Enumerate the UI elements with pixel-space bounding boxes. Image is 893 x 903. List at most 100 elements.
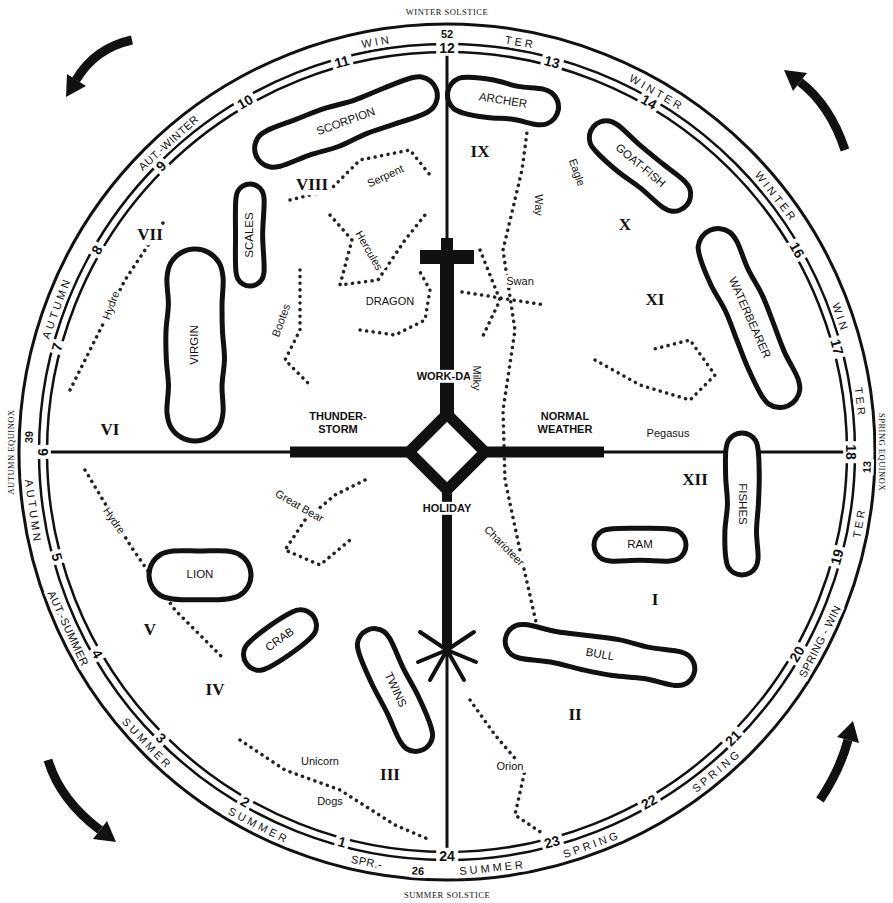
label-slot: X xyxy=(617,215,633,235)
label-slot: Hydre xyxy=(98,501,132,539)
center-diamond xyxy=(409,414,485,490)
label-slot: 5 xyxy=(46,548,67,566)
rotation-arrow xyxy=(66,74,86,97)
constellation-name: FISHES xyxy=(735,481,749,527)
month-numeral: III xyxy=(378,765,402,785)
label-slot: 12 xyxy=(436,39,458,57)
constellation-label: Eagle xyxy=(566,155,589,190)
label-slot: 17 xyxy=(826,335,849,361)
starburst xyxy=(430,650,447,680)
quarter-week-number: 39 xyxy=(22,429,35,446)
month-numeral: X xyxy=(617,215,633,235)
constellation-outline: FISHES xyxy=(722,429,762,579)
month-numeral: VI xyxy=(99,420,122,440)
label-slot: NORMAL WEATHER xyxy=(529,410,601,437)
label-slot: AUTUMN xyxy=(34,272,76,346)
star-dots xyxy=(330,215,425,285)
label-slot: III xyxy=(378,765,402,785)
label-slot: SPRING EQUINOX xyxy=(875,412,893,492)
label-slot: Bootes xyxy=(265,299,295,341)
star-dots xyxy=(285,270,310,385)
constellation-label: Hercules xyxy=(352,227,387,274)
label-slot: AUTUMN EQUINOX xyxy=(0,408,18,495)
constellation-outline: VIRGIN xyxy=(163,245,227,445)
center-label: HOLIDAY xyxy=(421,502,474,515)
constellation-outline-path xyxy=(235,184,264,286)
axis-line xyxy=(440,262,454,414)
label-slot: 26 xyxy=(409,861,426,880)
label-slot: VIII xyxy=(294,175,330,195)
constellation-name: RAM xyxy=(625,538,655,552)
label-slot: VI xyxy=(99,420,122,440)
label-slot: Eagle xyxy=(564,154,592,190)
calendar-ring xyxy=(19,24,875,880)
constellation-outline: CRAB xyxy=(232,598,329,682)
compass-label: SPRING EQUINOX xyxy=(876,412,886,492)
axis-line xyxy=(43,48,851,856)
star-dots xyxy=(360,272,430,335)
starburst xyxy=(447,632,474,650)
label-slot: V xyxy=(142,620,158,640)
label-slot: 13 xyxy=(857,458,876,475)
rotation-arrow xyxy=(784,70,807,91)
starburst xyxy=(418,632,476,680)
work-day-hammer xyxy=(420,250,474,264)
constellation-label: Serpent xyxy=(364,161,408,190)
month-numeral: II xyxy=(566,705,583,725)
compass-label: SUMMER SOLSTICE xyxy=(403,891,491,901)
week-number: 3 xyxy=(151,727,172,748)
constellation-label: Hydre xyxy=(99,288,122,324)
constellation-label: Orion xyxy=(495,760,526,773)
label-slot: 1 xyxy=(333,832,351,853)
constellation-outline: RAM xyxy=(590,525,690,565)
week-number: 6 xyxy=(35,445,51,459)
label-slot: Hercules xyxy=(350,225,390,275)
constellation-outline-path xyxy=(581,114,697,220)
work-day-hammer xyxy=(441,238,453,252)
quarter-week-number: 26 xyxy=(409,865,426,879)
label-slot: 11 xyxy=(330,50,355,73)
season-label: SPRING - WIN xyxy=(795,602,844,682)
rotation-arrow xyxy=(800,82,845,150)
starburst xyxy=(447,650,476,662)
star-dots xyxy=(70,220,165,390)
star-dots xyxy=(462,292,545,305)
week-number: 12 xyxy=(436,40,458,56)
quarter-week-number: 52 xyxy=(439,27,455,40)
constellation-outline-path xyxy=(249,70,443,174)
week-number: 19 xyxy=(827,544,848,569)
constellation-outline-path xyxy=(502,620,697,689)
calendar-ring xyxy=(19,24,875,880)
label-slot: SUMMER xyxy=(453,854,528,880)
label-slot: WINTER SOLSTICE xyxy=(405,1,489,19)
constellation-label: Swan xyxy=(504,275,536,288)
label-slot: HOLIDAY xyxy=(421,498,474,516)
label-slot: 39 xyxy=(18,429,37,446)
label-slot: Serpent xyxy=(362,158,408,193)
constellation-label: Way xyxy=(533,192,546,218)
constellation-label: Milky xyxy=(471,363,484,392)
constellation-label: DRAGON xyxy=(364,295,416,308)
center-diamond xyxy=(409,414,485,490)
label-slot: Milky xyxy=(469,363,487,392)
label-slot: THUNDER-STORM xyxy=(302,410,374,437)
constellation-label: Dogs xyxy=(315,795,345,808)
rotation-arrow xyxy=(820,740,848,800)
constellation-outline-path xyxy=(445,73,562,128)
constellation-outline: ARCHER xyxy=(440,70,565,132)
constellation-outline: BULL xyxy=(498,617,702,693)
month-numeral: XII xyxy=(680,470,710,490)
star-dots xyxy=(70,132,715,840)
label-slot: Dogs xyxy=(315,791,345,809)
week-number: 21 xyxy=(719,724,746,751)
label-slot: Orion xyxy=(495,756,526,774)
label-slot: 13 xyxy=(539,50,565,73)
label-slot: 24 xyxy=(436,847,458,865)
rotation-arrow xyxy=(93,821,116,842)
label-slot: IV xyxy=(204,680,227,700)
constellation-outline: SCALES xyxy=(232,180,268,290)
week-number: 13 xyxy=(539,51,564,72)
center-label: THUNDER-STORM xyxy=(302,410,374,435)
center-label: NORMAL WEATHER xyxy=(529,410,601,435)
